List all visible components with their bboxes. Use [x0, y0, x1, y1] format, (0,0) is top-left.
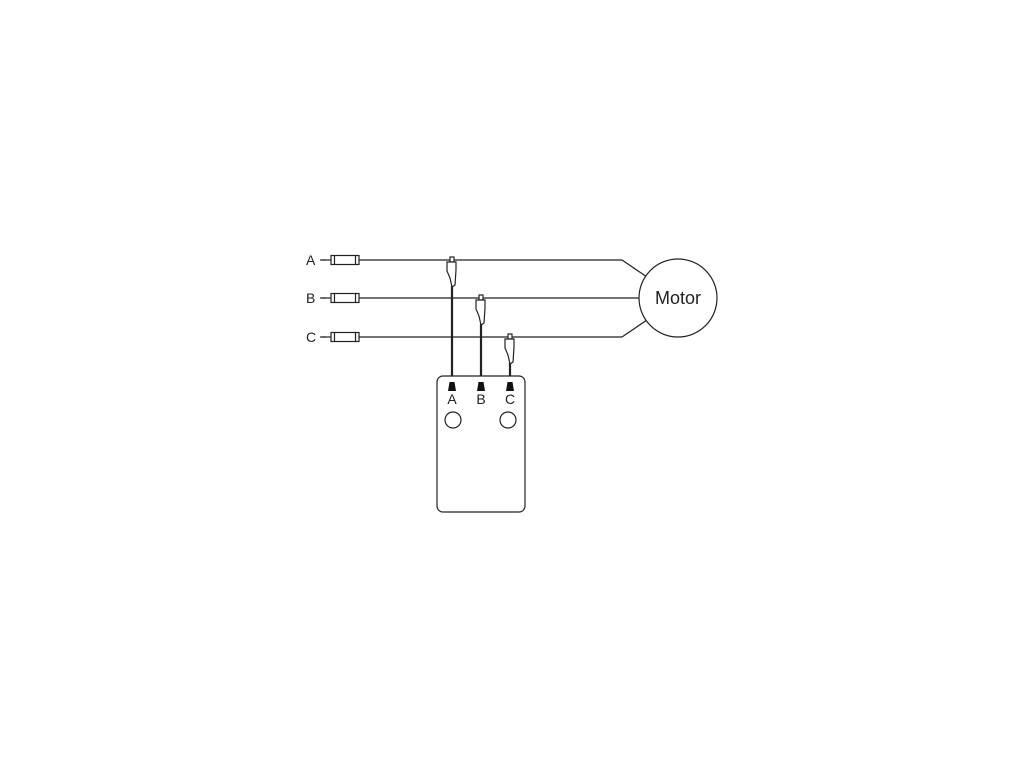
tester-body	[436, 375, 526, 513]
phase-label-b: B	[306, 290, 315, 306]
phase-b-line	[322, 292, 639, 304]
tester-terminal-label-b: B	[476, 391, 485, 407]
clip-c-icon	[504, 333, 515, 365]
indicator-light-right	[499, 411, 517, 429]
clip-b-icon	[475, 294, 486, 326]
motor-label: Motor	[655, 288, 701, 308]
indicator-light-left	[444, 411, 462, 429]
terminal-c-icon	[506, 382, 514, 391]
terminal-b-icon	[477, 382, 485, 391]
phase-label-c: C	[306, 329, 316, 345]
phase-c-line	[322, 319, 648, 343]
clip-a-icon	[446, 256, 457, 288]
tester-terminal-label-a: A	[447, 391, 457, 407]
phase-label-a: A	[306, 252, 316, 268]
tester-terminal-label-c: C	[505, 391, 515, 407]
phase-a-line	[322, 254, 648, 278]
motor-circle	[638, 258, 718, 338]
terminal-a-icon	[448, 382, 456, 391]
